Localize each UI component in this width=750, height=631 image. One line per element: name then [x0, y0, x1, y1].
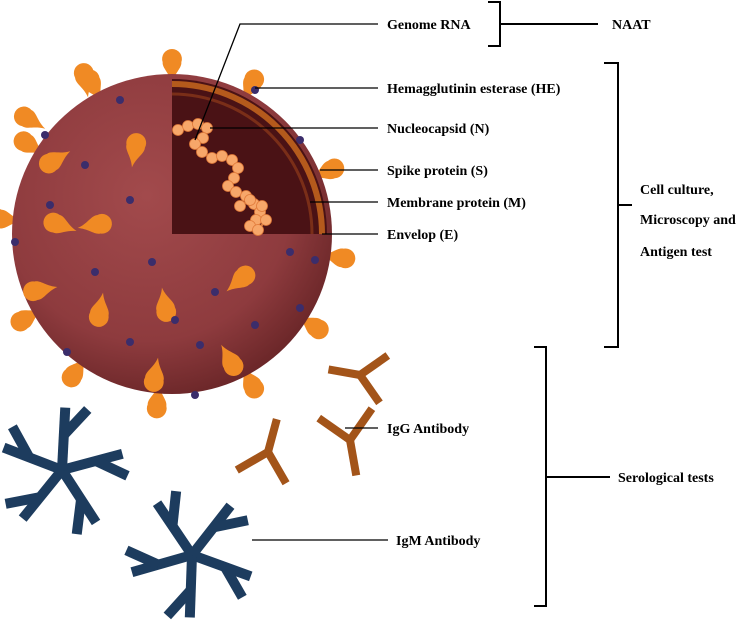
bracket-naat — [488, 1, 598, 47]
label-naat: NAAT — [612, 18, 651, 33]
spike-surface — [77, 213, 112, 234]
spike-surface — [14, 106, 46, 129]
membrane-protein-dot — [116, 96, 124, 104]
rna-bead — [172, 124, 184, 136]
igg-antibody — [316, 406, 376, 477]
label-genome-rna: Genome RNA — [387, 18, 471, 33]
label-membrane-protein: Membrane protein (M) — [387, 196, 526, 211]
igm-antibodies — [1, 406, 253, 620]
virus-cutaway-core — [172, 79, 327, 234]
rna-nucleocapsid-chain — [172, 118, 272, 236]
rna-bead — [260, 214, 272, 226]
label-envelop: Envelop (E) — [387, 228, 459, 243]
virus-particle — [0, 49, 356, 419]
rna-bead — [256, 200, 268, 212]
membrane-protein-dot — [191, 391, 199, 399]
membrane-protein-dot — [126, 338, 134, 346]
rna-bead — [232, 162, 244, 174]
label-cell-culture-line-1: Cell culture, — [640, 183, 714, 198]
membrane-protein-dot — [196, 341, 204, 349]
test-labels: NAAT Cell culture, Microscopy and Antige… — [612, 18, 736, 486]
membrane-protein-dot — [11, 238, 19, 246]
label-cell-culture-line-2: Microscopy and — [640, 213, 736, 228]
membrane-protein-dot — [41, 131, 49, 139]
label-igg-antibody: IgG Antibody — [387, 422, 469, 437]
leader-genome-rna — [194, 23, 378, 141]
spike-surface — [126, 133, 147, 168]
spike-surface — [88, 292, 109, 327]
membrane-protein-dot — [251, 321, 259, 329]
rna-bead — [228, 172, 240, 184]
spike-surface — [73, 63, 94, 98]
membrane-protein-dot — [63, 348, 71, 356]
membrane-protein-dot — [81, 161, 89, 169]
membrane-protein-dot — [286, 248, 294, 256]
spike-surface — [226, 265, 256, 292]
brackets — [488, 1, 632, 607]
label-nucleocapsid: Nucleocapsid (N) — [387, 122, 490, 137]
spike-rim — [0, 208, 23, 229]
membrane-protein-dot — [251, 86, 259, 94]
spike-surface — [39, 151, 71, 174]
membrane-protein-dot — [148, 258, 156, 266]
label-spike-protein: Spike protein (S) — [387, 164, 488, 179]
rna-bead — [244, 194, 256, 206]
rna-bead — [222, 180, 234, 192]
label-cell-culture-line-3: Antigen test — [640, 245, 712, 260]
label-hemagglutinin-esterase: Hemagglutinin esterase (HE) — [387, 82, 561, 97]
membrane-protein-dot — [311, 256, 319, 264]
igm-antibody — [124, 490, 253, 620]
bracket-serological — [534, 346, 610, 607]
membrane-protein-dot — [126, 196, 134, 204]
spike-surface — [43, 212, 77, 234]
rna-bead — [197, 132, 209, 144]
membrane-protein-dot — [211, 288, 219, 296]
membrane-protein-dot — [91, 268, 99, 276]
rna-bead — [216, 150, 228, 162]
igg-antibody — [327, 352, 391, 406]
membrane-protein-dot — [296, 304, 304, 312]
spike-surface — [23, 281, 58, 302]
spike-surface — [143, 357, 164, 392]
leader-lines — [194, 23, 388, 541]
spike-rim — [162, 49, 182, 84]
membrane-protein-dot — [171, 316, 179, 324]
membrane-protein-dot — [46, 201, 54, 209]
rna-bead — [252, 224, 264, 236]
spike-surface — [221, 344, 244, 376]
surface-spikes — [14, 63, 256, 392]
spike-rim — [61, 357, 86, 388]
igm-antibody — [1, 406, 130, 535]
spike-rim — [146, 383, 167, 419]
bracket-cell-culture — [604, 62, 632, 348]
rna-bead — [206, 152, 218, 164]
igg-antibodies — [234, 352, 391, 486]
component-labels: Genome RNA Hemagglutinin esterase (HE) N… — [387, 18, 561, 549]
membrane-band — [171, 92, 314, 235]
spike-surface — [156, 287, 177, 322]
label-igm-antibody: IgM Antibody — [396, 534, 480, 549]
membrane-protein-dot — [296, 136, 304, 144]
label-serological-tests: Serological tests — [618, 471, 714, 486]
rna-bead — [234, 200, 246, 212]
rna-bead — [196, 146, 208, 158]
rna-bead — [230, 186, 242, 198]
membrane-protein-dots — [11, 86, 319, 399]
rna-bead — [182, 120, 194, 132]
rna-bead — [226, 154, 238, 166]
igg-antibody — [234, 418, 290, 486]
